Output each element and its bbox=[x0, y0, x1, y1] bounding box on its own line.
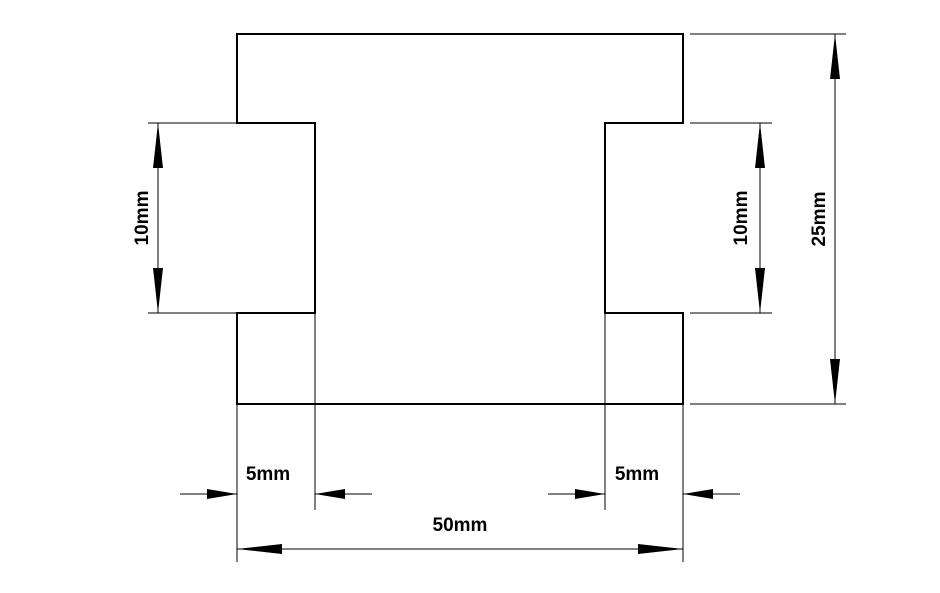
dimension-label: 5mm bbox=[246, 464, 290, 485]
dimension-label: 5mm bbox=[615, 464, 659, 485]
dimension-label: 10mm bbox=[731, 191, 752, 246]
part-outline bbox=[236, 33, 684, 405]
dimension-right-notch-height: 10mm bbox=[690, 122, 772, 314]
dimension-label: 10mm bbox=[132, 191, 153, 246]
dimension-label: 25mm bbox=[809, 192, 830, 247]
dimension-left-notch-height: 10mm bbox=[132, 122, 237, 314]
dimension-total-height: 25mm bbox=[690, 33, 846, 405]
dimension-left-notch-depth: 5mm bbox=[180, 313, 372, 562]
dimension-label: 50mm bbox=[433, 515, 488, 536]
dimension-total-width: 50mm bbox=[237, 515, 683, 554]
dimension-right-notch-depth: 5mm bbox=[548, 313, 740, 562]
